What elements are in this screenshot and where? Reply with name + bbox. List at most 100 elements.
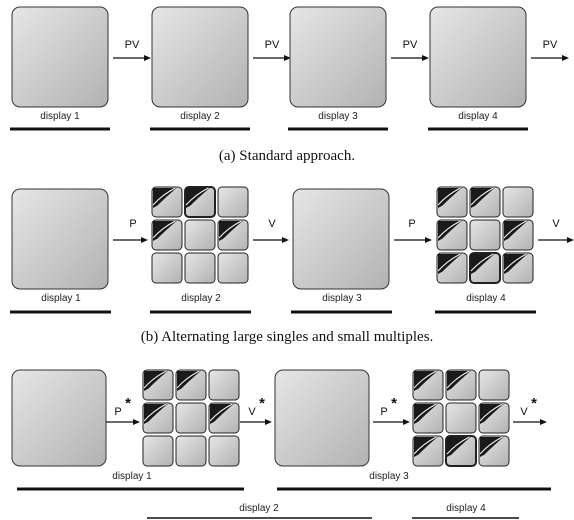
small-multiple-cell <box>208 435 240 467</box>
boundary-curve <box>143 370 167 389</box>
dark-region <box>414 437 438 457</box>
boundary-curve <box>479 436 503 455</box>
dark-region <box>480 437 504 457</box>
transition-arrow <box>373 419 410 425</box>
dark-region <box>210 404 234 424</box>
small-multiple-cell <box>142 402 174 434</box>
boundary-curve <box>437 220 461 239</box>
small-multiple-cell <box>502 186 534 218</box>
small-multiple-cell <box>469 186 501 218</box>
cell-frame <box>208 435 240 467</box>
boundary-curve <box>152 220 176 239</box>
display-label: display 3 <box>369 471 409 482</box>
display-label: display 4 <box>466 293 506 304</box>
operator-label: P <box>380 406 387 418</box>
cell-frame <box>445 402 477 434</box>
operator-star-mark: * <box>259 395 265 412</box>
small-multiple-cell <box>217 186 249 218</box>
small-multiple-cell <box>436 186 468 218</box>
operator-star-mark: * <box>125 395 131 412</box>
small-multiple-cell <box>208 402 240 434</box>
dark-region <box>414 371 438 391</box>
small-multiple-cell <box>208 369 240 401</box>
small-multiple-cell <box>502 252 534 284</box>
small-multiple-cell <box>175 369 207 401</box>
arrow-head <box>562 55 569 61</box>
cell-frame <box>184 219 216 251</box>
operator-label: V <box>268 218 276 230</box>
display-label: display 1 <box>112 471 152 482</box>
transition-arrow <box>113 237 148 243</box>
dark-region <box>504 254 528 274</box>
dark-region <box>219 221 243 241</box>
boundary-curve <box>413 436 437 455</box>
boundary-curve <box>446 436 470 455</box>
dark-region <box>144 404 168 424</box>
transition-arrow <box>106 419 140 425</box>
cell-frame <box>151 252 183 284</box>
cell-frame <box>502 186 534 218</box>
small-multiple-cell <box>469 252 501 284</box>
large-display-panel <box>429 6 527 108</box>
small-multiple-cell <box>412 435 444 467</box>
transition-arrow <box>253 55 291 61</box>
arrow-head <box>133 419 140 425</box>
display-label: display 3 <box>322 293 362 304</box>
dark-region <box>480 404 504 424</box>
boundary-curve <box>437 253 461 272</box>
cell-frame <box>175 435 207 467</box>
small-multiple-cell <box>184 252 216 284</box>
cell-frame <box>142 435 174 467</box>
boundary-curve <box>446 370 470 389</box>
transition-arrow <box>253 237 289 243</box>
dark-region <box>153 221 177 241</box>
cell-frame <box>469 219 501 251</box>
boundary-curve <box>479 403 503 422</box>
large-display-panel <box>11 369 107 467</box>
operator-label: V <box>520 406 528 418</box>
dark-region <box>438 188 462 208</box>
small-multiple-cell <box>184 186 216 218</box>
small-multiple-cell <box>151 219 183 251</box>
dark-region <box>438 254 462 274</box>
transition-arrow <box>113 55 151 61</box>
cell-frame <box>175 402 207 434</box>
transition-arrow <box>240 419 272 425</box>
small-multiple-cell <box>151 186 183 218</box>
display-label: display 4 <box>446 503 486 514</box>
small-multiple-cell <box>184 219 216 251</box>
large-display-panel <box>289 6 387 108</box>
small-multiple-cell <box>478 402 510 434</box>
boundary-curve <box>503 253 527 272</box>
dark-region <box>414 404 438 424</box>
small-multiple-cell <box>175 402 207 434</box>
large-display-panel <box>292 188 390 290</box>
small-multiple-cell <box>217 252 249 284</box>
boundary-curve <box>143 403 167 422</box>
arrow-head <box>265 419 272 425</box>
display-label: display 1 <box>41 293 81 304</box>
boundary-curve <box>470 253 494 272</box>
transition-arrow <box>538 237 574 243</box>
boundary-curve <box>413 403 437 422</box>
boundary-curve <box>437 187 461 206</box>
small-multiple-cell <box>436 219 468 251</box>
dark-region <box>447 371 471 391</box>
small-multiple-cell <box>142 435 174 467</box>
large-display-panel <box>11 188 109 290</box>
boundary-curve <box>470 187 494 206</box>
small-multiple-cell <box>478 435 510 467</box>
operator-label: P <box>114 406 121 418</box>
boundary-curve <box>176 370 200 389</box>
dark-region <box>186 188 210 208</box>
transition-arrow <box>513 419 547 425</box>
cell-frame <box>208 369 240 401</box>
small-multiple-cell <box>445 435 477 467</box>
arrow-head <box>567 237 574 243</box>
cell-frame <box>217 252 249 284</box>
operator-label: PV <box>265 39 280 51</box>
small-multiple-cell <box>445 402 477 434</box>
small-multiple-cell <box>175 435 207 467</box>
large-display-panel <box>11 6 109 108</box>
small-multiple-cell <box>469 219 501 251</box>
